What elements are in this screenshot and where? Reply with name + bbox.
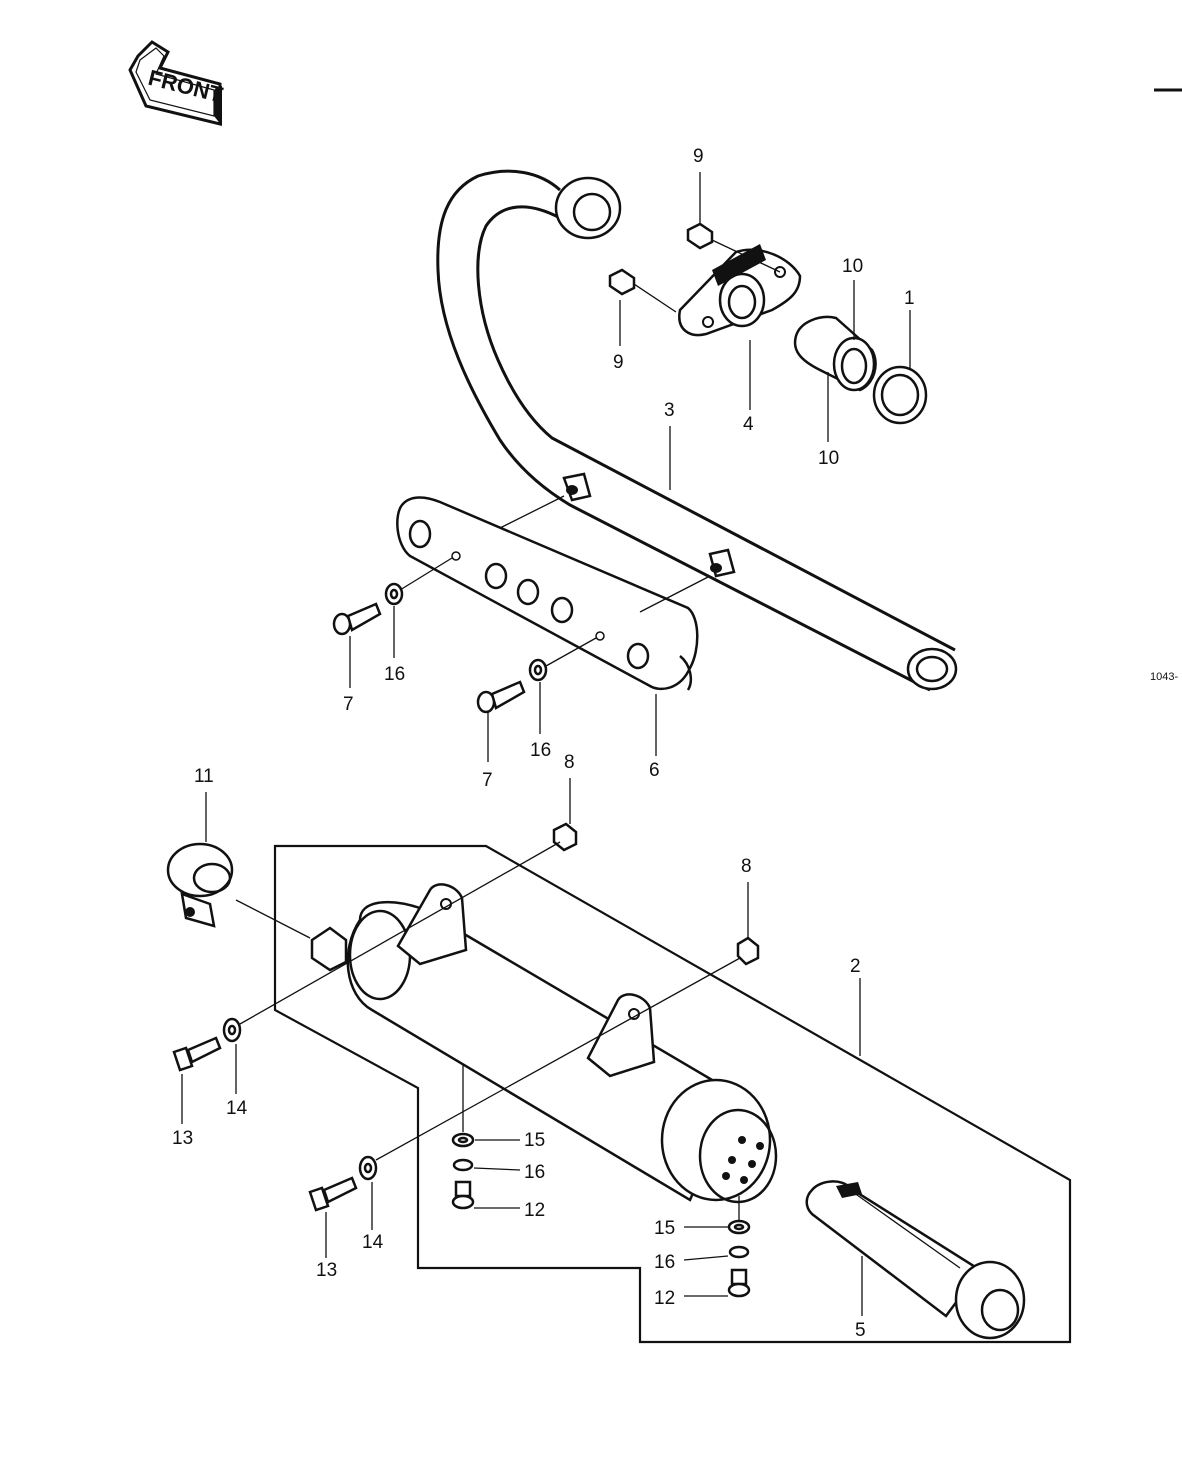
bolt-13-lower [308, 1176, 358, 1212]
label-11: 11 [194, 766, 214, 787]
washer-15-right [727, 1219, 751, 1235]
label-13-upper: 13 [172, 1128, 193, 1149]
label-8-upper: 8 [564, 752, 575, 773]
label-8-lower: 8 [741, 856, 752, 877]
label-4: 4 [743, 414, 754, 435]
label-13-lower: 13 [316, 1260, 337, 1281]
washer-16-mid [528, 658, 548, 682]
label-9-upper: 9 [693, 146, 704, 167]
label-15-right: 15 [654, 1218, 675, 1239]
clamp [166, 842, 234, 928]
label-2: 2 [850, 956, 861, 977]
bolt-7-upper [332, 602, 382, 636]
label-14-lower: 14 [362, 1232, 384, 1253]
screw-12-left [451, 1180, 475, 1210]
label-12-right: 12 [654, 1288, 675, 1309]
label-7-lower: 7 [482, 770, 493, 791]
bolt-7-lower [476, 680, 526, 714]
label-7-upper: 7 [343, 694, 354, 715]
screw-12-right [727, 1268, 751, 1298]
label-12-left: 12 [524, 1200, 545, 1221]
label-16-right: 16 [654, 1252, 675, 1273]
heat-guard [396, 496, 699, 691]
front-arrow-icon: FRONT [128, 40, 226, 126]
label-5: 5 [855, 1320, 866, 1341]
washer-14-upper [222, 1017, 242, 1043]
label-16-upper: 16 [384, 664, 405, 685]
nut-9-lower [608, 268, 636, 296]
exhaust-flange [678, 244, 802, 337]
muffler-assembly-outline [273, 844, 1072, 1344]
nut-8-lower [736, 936, 760, 966]
bolt-13-upper [172, 1036, 222, 1072]
leader-lines [181, 172, 961, 1316]
label-3: 3 [664, 400, 675, 421]
label-10-lower: 10 [818, 448, 839, 469]
gasket [872, 365, 928, 425]
label-1: 1 [904, 288, 915, 309]
code-label: 1043- [1150, 671, 1178, 683]
lockwasher-16-left [452, 1158, 474, 1172]
label-14-upper: 14 [226, 1098, 248, 1119]
muffler [310, 883, 778, 1204]
collar [793, 315, 877, 392]
label-10-upper: 10 [842, 256, 863, 277]
label-6: 6 [649, 760, 660, 781]
washer-16-upper [384, 582, 404, 606]
exhaust-pipe [436, 169, 958, 692]
washer-14-lower [358, 1155, 378, 1181]
tail-pipe [805, 1180, 1026, 1340]
nut-9-upper [686, 222, 714, 250]
nut-8-upper [552, 822, 578, 852]
lockwasher-16-right [728, 1245, 750, 1259]
label-9-lower: 9 [613, 352, 624, 373]
label-16-left: 16 [524, 1162, 545, 1183]
label-16-mid: 16 [530, 740, 551, 761]
washer-15-left [451, 1132, 475, 1148]
label-15-left: 15 [524, 1130, 545, 1151]
